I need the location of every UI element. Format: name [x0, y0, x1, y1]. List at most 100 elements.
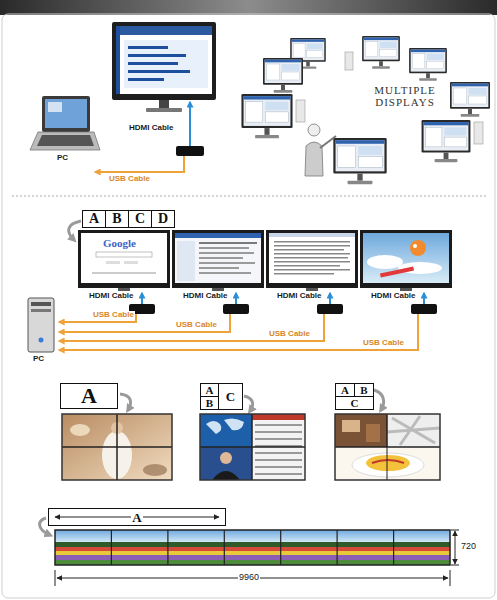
- monitor-cluster: [409, 48, 447, 81]
- display-monitor: [266, 230, 358, 288]
- display-monitor: [177, 241, 195, 281]
- display-monitor: [106, 261, 120, 264]
- video-wall: [252, 414, 305, 420]
- display-monitor: [274, 253, 350, 255]
- display-monitor: [274, 269, 350, 271]
- presenter-figure: [308, 124, 320, 136]
- device-label: PC: [32, 355, 45, 364]
- cell-letter: A: [340, 385, 350, 396]
- cable-label: USB Cable: [92, 311, 135, 320]
- panorama-wall: [55, 530, 450, 543]
- video-wall: [335, 414, 440, 480]
- display-monitor: [274, 265, 340, 267]
- video-wall: [206, 418, 244, 434]
- video-wall: [352, 453, 424, 477]
- display-monitor: [199, 242, 257, 244]
- cable-label: USB Cable: [108, 175, 151, 184]
- hdmi-cable: [142, 293, 424, 304]
- video-wall: [255, 431, 302, 433]
- pc-tower: [28, 298, 54, 352]
- cable-label: HDMI Cable: [370, 292, 416, 301]
- video-wall: [200, 414, 252, 447]
- monitor-cluster: [263, 58, 303, 93]
- cable-label: HDMI Cable: [128, 124, 174, 133]
- display-monitor: [175, 233, 261, 238]
- display-monitor: [274, 245, 350, 247]
- display-monitor: [128, 54, 186, 57]
- cable-label: USB Cable: [268, 330, 311, 339]
- usb-cable: [59, 314, 230, 332]
- video-wall: [200, 446, 305, 448]
- display-monitor: [199, 272, 251, 274]
- layout-cell: A: [335, 383, 355, 397]
- video-wall: [387, 447, 388, 480]
- display-monitor: [306, 288, 318, 291]
- monitor-cluster: [241, 94, 292, 138]
- panel-frame: [2, 14, 495, 598]
- video-wall: [255, 438, 302, 440]
- header-bar: [0, 0, 497, 15]
- usb-adapter: [317, 304, 343, 314]
- display-monitor: [92, 272, 156, 274]
- panorama-wall: [337, 530, 338, 565]
- hdmi-cable: [189, 102, 191, 146]
- display-monitor: [175, 233, 261, 283]
- video-wall: [386, 414, 388, 447]
- layout-cell: A: [200, 383, 219, 397]
- laptop-icon: [48, 102, 62, 112]
- video-wall: [255, 424, 302, 426]
- display-monitor: [274, 273, 334, 275]
- laptop-icon: [30, 132, 100, 150]
- layout-cell: C: [128, 210, 152, 228]
- monitor-cluster: [345, 52, 353, 70]
- usb-adapter: [411, 304, 437, 314]
- display-monitor: [112, 22, 216, 112]
- panorama-wall: [280, 530, 281, 565]
- display-monitor: [212, 288, 224, 291]
- panorama-wall: [393, 530, 394, 565]
- monitor-cluster: [333, 138, 386, 184]
- cable-label: USB Cable: [362, 339, 405, 348]
- laptop-icon: [30, 96, 100, 150]
- display-monitor: [266, 230, 358, 291]
- display-monitor: [410, 240, 426, 256]
- video-wall: [62, 414, 172, 480]
- cable-label: HDMI Cable: [88, 292, 134, 301]
- panorama-wall: [111, 530, 112, 565]
- monitor-cluster: [474, 122, 483, 144]
- hdmi-cable: [329, 293, 331, 304]
- display-monitor: [96, 252, 152, 257]
- panorama-wall: [55, 542, 450, 547]
- panorama-wall: [224, 530, 225, 565]
- display-monitor: [116, 26, 120, 94]
- dimension-line: [451, 530, 459, 531]
- panorama-wall: [55, 555, 450, 560]
- display-monitor: [116, 26, 212, 94]
- display-monitor: [360, 230, 452, 291]
- layout-cell: A: [82, 210, 106, 228]
- display-monitor: [124, 40, 208, 88]
- panel-frame: [2, 14, 495, 598]
- laptop-icon: [45, 99, 87, 128]
- video-wall: [212, 471, 240, 480]
- usb-adapter: [176, 146, 204, 156]
- cell-letter: A: [80, 385, 98, 407]
- layout-cell: C: [335, 396, 374, 410]
- laptop-icon: [37, 135, 94, 146]
- video-wall: [387, 416, 440, 445]
- video-wall: [62, 446, 172, 448]
- display-monitor: [199, 262, 255, 264]
- video-wall: [220, 452, 232, 464]
- cell-letter: A: [88, 212, 100, 226]
- dimension-line: [450, 570, 451, 586]
- dimension: 720: [460, 542, 477, 552]
- display-monitor: [274, 249, 344, 251]
- display-monitor: [367, 255, 403, 269]
- layout-cell: B: [200, 396, 219, 410]
- monitor-cluster: [450, 82, 490, 117]
- display-monitor: [78, 230, 170, 291]
- video-wall: [366, 424, 380, 442]
- display-monitor: [199, 267, 239, 269]
- display-monitor: [124, 261, 138, 264]
- video-wall: [143, 464, 167, 476]
